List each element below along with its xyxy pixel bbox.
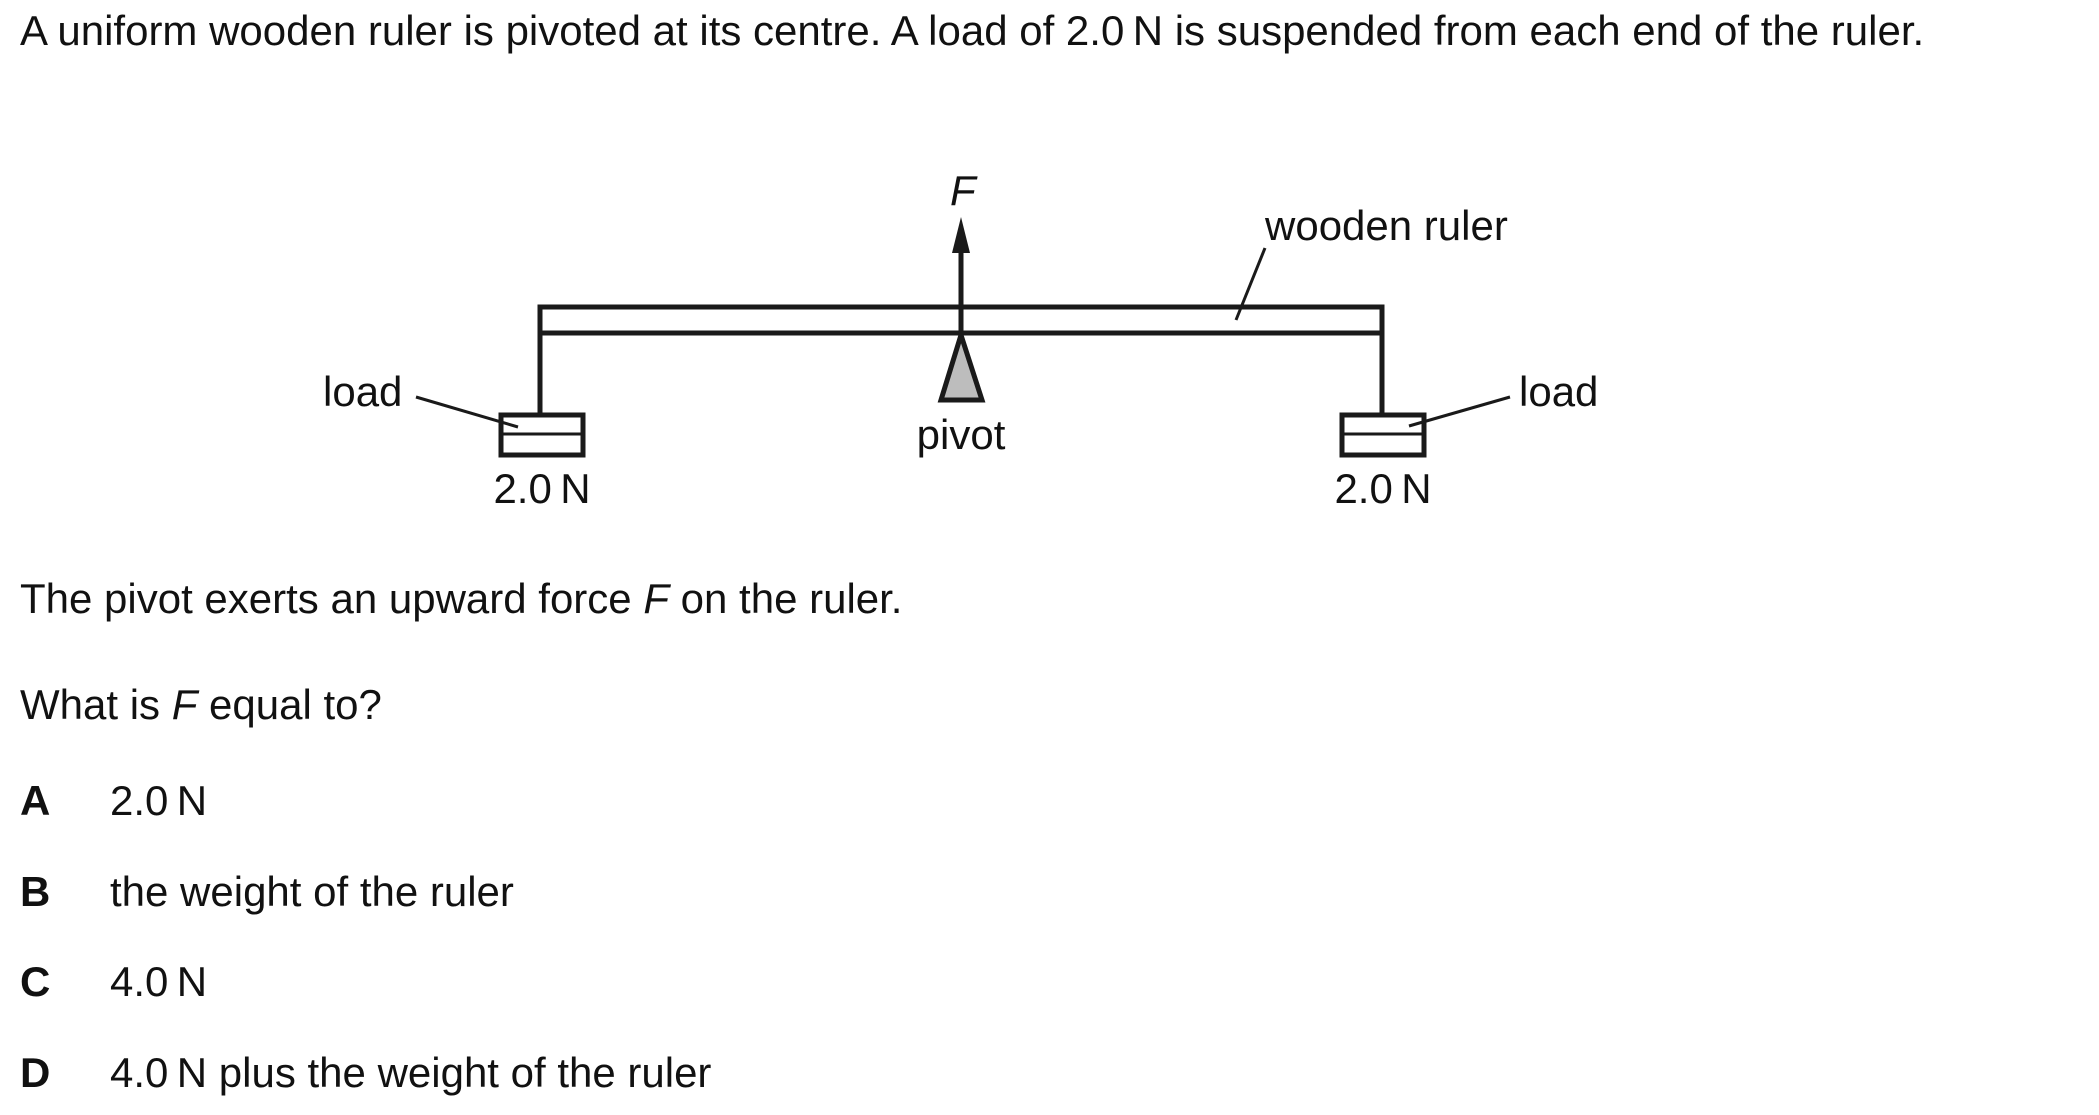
question-statement: The pivot exerts an upward force F on th… bbox=[20, 572, 902, 626]
option-text: 4.0 N bbox=[110, 958, 208, 1005]
statement-text-after: on the ruler. bbox=[668, 575, 903, 622]
left-load-value: 2.0 N bbox=[493, 465, 590, 512]
right-load-label: load bbox=[1519, 368, 1598, 415]
force-arrow-head bbox=[952, 217, 970, 253]
pivot-label: pivot bbox=[917, 411, 1006, 458]
question-prompt: What is F equal to? bbox=[20, 678, 382, 732]
prompt-text-after: equal to? bbox=[197, 681, 382, 728]
force-label: F bbox=[950, 167, 978, 214]
right-load-value: 2.0 N bbox=[1334, 465, 1431, 512]
pivot-triangle bbox=[937, 326, 986, 403]
option-letter: D bbox=[20, 1049, 51, 1096]
ruler-leader-line bbox=[1234, 247, 1267, 321]
option-text: the weight of the ruler bbox=[110, 868, 514, 915]
left-load-label: load bbox=[323, 368, 402, 415]
force-variable: F bbox=[171, 681, 198, 728]
prompt-text-before: What is bbox=[20, 681, 172, 728]
force-variable: F bbox=[643, 575, 669, 622]
statement-text-before: The pivot exerts an upward force bbox=[20, 575, 644, 622]
option-text: 2.0 N bbox=[110, 777, 208, 824]
option-c[interactable]: C 4.0 N bbox=[20, 955, 207, 1009]
right-load-leader-line bbox=[1408, 395, 1511, 428]
option-letter: C bbox=[20, 958, 51, 1005]
option-text: 4.0 N plus the weight of the ruler bbox=[110, 1049, 712, 1096]
option-d[interactable]: D 4.0 N plus the weight of the ruler bbox=[20, 1046, 711, 1100]
option-a[interactable]: A 2.0 N bbox=[20, 774, 207, 828]
ruler-label: wooden ruler bbox=[1264, 202, 1508, 249]
option-letter: B bbox=[20, 868, 51, 915]
question-stem: A uniform wooden ruler is pivoted at its… bbox=[20, 7, 1925, 54]
option-letter: A bbox=[20, 777, 51, 824]
left-load-leader-line bbox=[415, 395, 519, 429]
